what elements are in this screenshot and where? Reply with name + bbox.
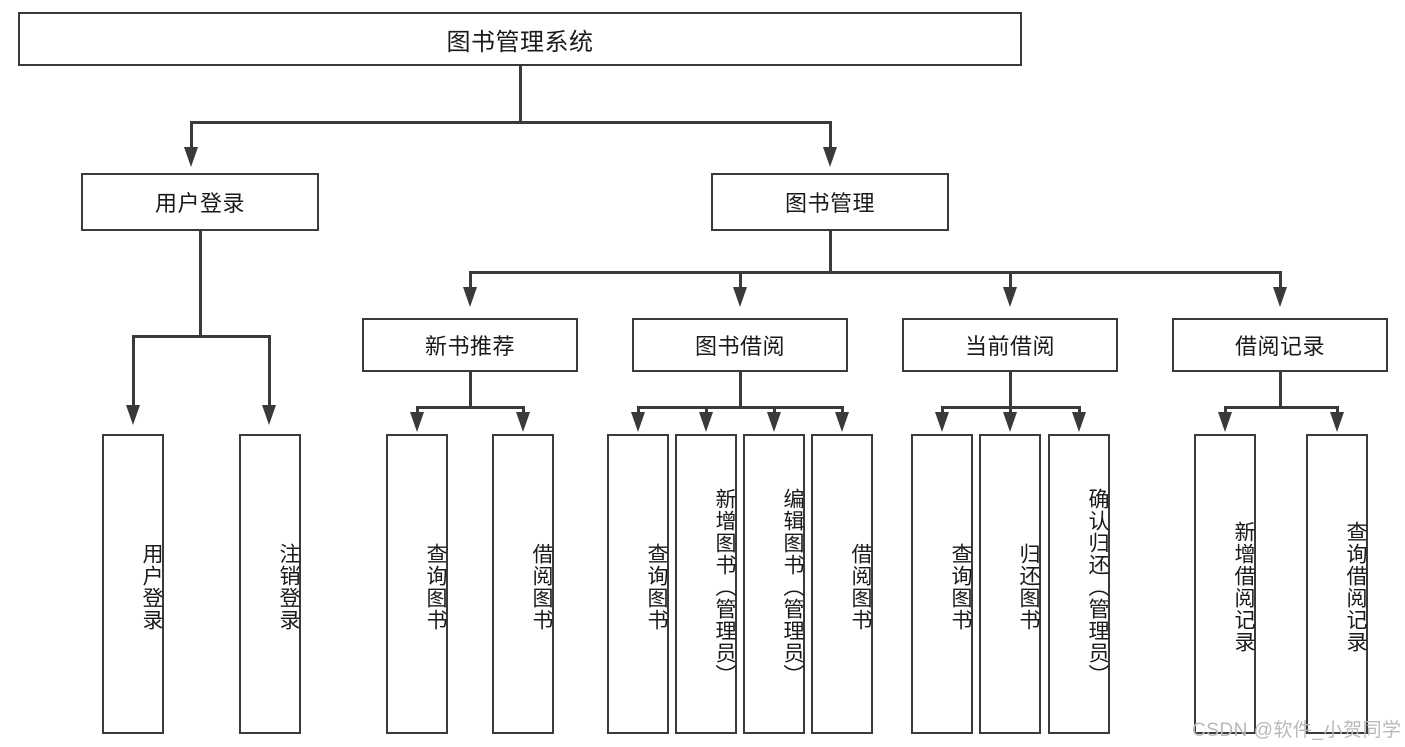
connector-root-bar — [190, 121, 832, 124]
leaf-label: 归还图书 — [1017, 543, 1040, 631]
leaf-bb-query-book[interactable]: 查询图书 — [607, 434, 669, 734]
leaf-label: 确认归还（管理员） — [1086, 488, 1109, 686]
node-book-manage[interactable]: 图书管理 — [711, 173, 949, 231]
node-book-borrow[interactable]: 图书借阅 — [632, 318, 848, 372]
leaf-label: 新增借阅记录 — [1232, 521, 1255, 653]
arrow-to-leaf-bb-borrow — [835, 412, 849, 432]
connector-user-login-drop-1 — [132, 335, 135, 407]
leaf-nbr-query-book[interactable]: 查询图书 — [386, 434, 448, 734]
connector-nbr-drop-1 — [416, 406, 419, 414]
leaf-label: 编辑图书（管理员） — [781, 488, 804, 686]
arrow-to-leaf-user-login — [126, 405, 140, 425]
leaf-label: 借阅图书 — [849, 543, 872, 631]
connector-root-stem — [519, 66, 522, 123]
node-label: 新书推荐 — [424, 334, 515, 359]
arrow-to-leaf-cb-return — [1003, 412, 1017, 432]
arrow-to-user-login — [184, 147, 198, 167]
connector-bb-drop-2 — [705, 406, 708, 414]
arrow-to-leaf-nbr-borrow — [516, 412, 530, 432]
connector-cb-drop-3 — [1078, 406, 1081, 414]
leaf-cb-return-book[interactable]: 归还图书 — [979, 434, 1041, 734]
leaf-cb-query-book[interactable]: 查询图书 — [911, 434, 973, 734]
connector-user-login-stem — [199, 231, 202, 337]
arrow-to-leaf-cb-query — [935, 412, 949, 432]
leaf-bb-add-book[interactable]: 新增图书（管理员） — [675, 434, 737, 734]
leaf-label: 查询图书 — [424, 543, 447, 631]
leaf-label: 用户登录 — [140, 543, 163, 631]
arrow-to-leaf-nbr-query — [410, 412, 424, 432]
node-current-borrow[interactable]: 当前借阅 — [902, 318, 1118, 372]
arrow-to-leaf-cb-confirm — [1072, 412, 1086, 432]
connector-nbr-stem — [469, 372, 472, 408]
connector-bb-bar — [637, 406, 842, 409]
leaf-cb-confirm-return[interactable]: 确认归还（管理员） — [1048, 434, 1110, 734]
leaf-br-query-record[interactable]: 查询借阅记录 — [1306, 434, 1368, 734]
connector-book-manage-stem — [829, 231, 832, 273]
connector-root-drop-left — [190, 121, 193, 149]
arrow-to-leaf-bb-edit — [767, 412, 781, 432]
connector-nbr-bar — [416, 406, 522, 409]
leaf-label: 注销登录 — [277, 543, 300, 631]
leaf-br-add-record[interactable]: 新增借阅记录 — [1194, 434, 1256, 734]
connector-bm-drop-2 — [739, 271, 742, 289]
node-new-book-recommend[interactable]: 新书推荐 — [362, 318, 578, 372]
leaf-label: 借阅图书 — [530, 543, 553, 631]
arrow-to-leaf-bb-query — [631, 412, 645, 432]
connector-bm-drop-4 — [1279, 271, 1282, 289]
node-label: 借阅记录 — [1234, 334, 1325, 359]
connector-book-manage-bar — [469, 271, 1280, 274]
node-label: 当前借阅 — [964, 334, 1055, 359]
node-label: 用户登录 — [154, 191, 245, 216]
connector-cb-stem — [1009, 372, 1012, 408]
connector-bm-drop-3 — [1009, 271, 1012, 289]
leaf-bb-borrow-book[interactable]: 借阅图书 — [811, 434, 873, 734]
arrow-to-current-borrow — [1003, 287, 1017, 307]
connector-cb-drop-1 — [941, 406, 944, 414]
leaf-user-login[interactable]: 用户登录 — [102, 434, 164, 734]
arrow-to-leaf-br-query — [1330, 412, 1344, 432]
node-label: 图书借阅 — [694, 334, 785, 359]
arrow-to-leaf-br-add — [1218, 412, 1232, 432]
node-user-login[interactable]: 用户登录 — [81, 173, 319, 231]
connector-cb-drop-2 — [1009, 406, 1012, 414]
csdn-watermark: CSDN @软件_小贺同学 — [1192, 720, 1402, 741]
node-label: 图书管理系统 — [446, 28, 594, 56]
node-root-system[interactable]: 图书管理系统 — [18, 12, 1022, 66]
leaf-label: 查询图书 — [949, 543, 972, 631]
leaf-bb-edit-book[interactable]: 编辑图书（管理员） — [743, 434, 805, 734]
leaf-logout[interactable]: 注销登录 — [239, 434, 301, 734]
connector-br-bar — [1224, 406, 1336, 409]
leaf-label: 查询借阅记录 — [1344, 521, 1367, 653]
connector-bm-drop-1 — [469, 271, 472, 289]
connector-br-drop-1 — [1224, 406, 1227, 414]
leaf-label: 查询图书 — [645, 543, 668, 631]
leaf-label: 新增图书（管理员） — [713, 488, 736, 686]
connector-bb-stem — [739, 372, 742, 408]
arrow-to-borrow-record — [1273, 287, 1287, 307]
arrow-to-new-book-recommend — [463, 287, 477, 307]
connector-root-drop-right — [829, 121, 832, 149]
connector-user-login-bar — [132, 335, 268, 338]
arrow-to-book-manage — [823, 147, 837, 167]
node-borrow-record[interactable]: 借阅记录 — [1172, 318, 1388, 372]
connector-bb-drop-3 — [773, 406, 776, 414]
connector-br-stem — [1279, 372, 1282, 408]
arrow-to-book-borrow — [733, 287, 747, 307]
arrow-to-leaf-bb-add — [699, 412, 713, 432]
connector-br-drop-2 — [1336, 406, 1339, 414]
arrow-to-leaf-logout — [262, 405, 276, 425]
connector-bb-drop-1 — [637, 406, 640, 414]
connector-user-login-drop-2 — [268, 335, 271, 407]
node-label: 图书管理 — [784, 191, 875, 216]
connector-bb-drop-4 — [841, 406, 844, 414]
leaf-nbr-borrow-book[interactable]: 借阅图书 — [492, 434, 554, 734]
connector-nbr-drop-2 — [522, 406, 525, 414]
